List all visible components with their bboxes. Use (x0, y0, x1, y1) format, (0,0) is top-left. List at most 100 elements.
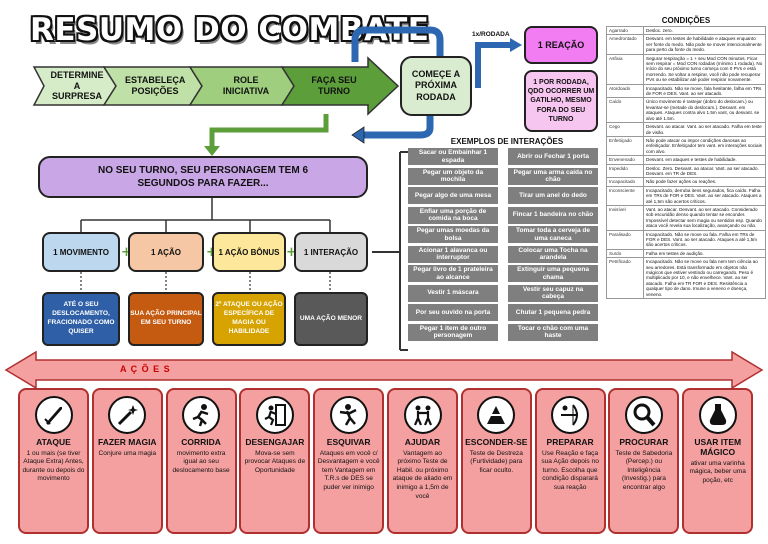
option-bonus-desc: 2º ATAQUE OU AÇÃO ESPECÍFICA DE MAGIA OU… (212, 292, 286, 346)
svg-text:+: + (121, 245, 132, 260)
interaction-example: Chutar 1 pequena pedra (508, 304, 598, 321)
condition-desc: Vant. ao atacar. Desvant. ao ser atacado… (643, 204, 766, 231)
interaction-example: Pegar algo de uma mesa (408, 187, 498, 204)
condition-name: Caído (606, 97, 644, 124)
action-desc: ativar uma varinha mágica, beber uma poç… (689, 459, 746, 484)
condition-name: Amedrontado (606, 34, 644, 55)
condition-name: Asfixia (606, 53, 644, 85)
action-desc: Teste de Sabedoria (Percep.) ou Inteligê… (615, 449, 673, 492)
option-movement-desc: ATÉ O SEU DESLOCAMENTO, FRACIONADO COMO … (42, 292, 120, 346)
action-card: ATAQUE 1 ou mais (se tiver Ataque Extra) … (18, 388, 89, 534)
action-desc: movimento extra igual ao seu deslocament… (172, 449, 230, 474)
action-name: DESENGAJAR (245, 437, 305, 447)
flow-step-turn: FAÇA SEU TURNO (311, 75, 357, 96)
loop-arrow-bottom (362, 115, 434, 139)
reaction-desc-box: 1 POR RODADA, QDO OCORRER UM GATILHO, ME… (524, 70, 598, 132)
help-icon (403, 396, 442, 434)
interaction-example: Vestir seu capuz na cabeça (508, 284, 598, 302)
action-name: USAR ITEM MÁGICO (694, 437, 742, 457)
action-desc: Vantagem ao próximo Teste de Habil. ou p… (392, 449, 453, 500)
action-name: PREPARAR (546, 437, 594, 447)
action-card: CORRIDA movimento extra igual ao seu desl… (165, 388, 237, 534)
action-name: CORRIDA (181, 437, 221, 447)
action-desc: 1 ou mais (se tiver Ataque Extra) Antes,… (22, 449, 85, 483)
interaction-example: Tocar o chão com uma haste (508, 323, 598, 341)
condition-desc: Desloc. Zero. Desvant. ao atacar. Vant. … (643, 163, 766, 179)
condition-name: Enfeitiçado (606, 135, 644, 157)
condition-name: Paralisado (606, 229, 644, 250)
interaction-example: Fincar 1 bandeira no chão (508, 206, 598, 224)
action-card: FAZER MAGIA Conjure uma magia (91, 388, 163, 534)
condition-name: Petrificado (606, 257, 644, 300)
interaction-example: Tomar toda a cerveja de uma caneca (508, 226, 598, 243)
condition-desc: Incapacitado, derruba itens segurados, f… (643, 185, 766, 206)
sword-icon (34, 396, 73, 434)
action-name: ATAQUE (36, 437, 71, 447)
interaction-example: Enfiar uma porção de comida na boca (408, 206, 498, 224)
condition-desc: Falha em testes de audição. (643, 248, 766, 259)
archer-icon (551, 396, 590, 434)
action-name: FAZER MAGIA (98, 437, 157, 447)
option-action-desc: SUA AÇÃO PRINCIPAL EM SEU TURNO (128, 292, 204, 346)
loop-arrow-top (351, 26, 444, 62)
condition-desc: Desvant. em testes de habilidade e ataqu… (643, 34, 766, 55)
reaction-arrow (475, 42, 512, 88)
action-desc: Teste de Destreza (Furtividade) para fic… (469, 449, 523, 474)
flow-step-positions: ESTABELEÇA POSIÇÕES (125, 75, 186, 96)
interaction-example: Pegar um objeto da mochila (408, 167, 498, 185)
interaction-example: Tirar um anel do dedo (508, 187, 598, 204)
condition-name: Incapacitado (606, 177, 644, 187)
condition-desc: Incapacitado. Não se move ou fala. Falha… (643, 229, 766, 250)
condition-desc: Único movimento é rastejar (dobro do des… (643, 97, 766, 124)
magic-wand-icon (108, 396, 147, 434)
interaction-example: Colocar uma Tocha na arandela (508, 245, 598, 263)
svg-text:+: + (206, 245, 217, 260)
action-desc: Conjure uma magia (98, 449, 157, 457)
condition-desc: Desvant. ao atacar. Vant. ao ser atacado… (643, 122, 766, 137)
condition-desc: Desvant. em ataques e testes de habilida… (643, 155, 766, 165)
interaction-example: Sacar ou Embainhar 1 espada (408, 148, 498, 165)
interaction-example: Pegar uma arma caída no chão (508, 167, 598, 185)
interaction-example: Pegar livro de 1 prateleira ao alcance (408, 265, 498, 282)
interaction-example: Pegar umas moedas da bolsa (408, 226, 498, 243)
condition-desc: Incapacitado. Não se move, fala hesitant… (643, 83, 766, 99)
action-desc: Ataques em você c/ Desvantagem e você te… (317, 449, 380, 492)
potion-icon (698, 396, 737, 434)
svg-text:+: + (286, 245, 297, 260)
condition-name: Envenenado (606, 155, 644, 165)
once-per-round-label: 1x/RODADA (472, 31, 510, 38)
flow-step-initiative: ROLE INICIATIVA (222, 75, 270, 96)
flow-step-4-shape (280, 56, 400, 116)
option-action: 1 AÇÃO (128, 232, 204, 272)
hide-icon (477, 396, 516, 434)
condition-name: Impedido (606, 163, 644, 179)
turn-box: NO SEU TURNO, SEU PERSONAGEM TEM 6 SEGUN… (38, 156, 368, 198)
examples-title: EXEMPLOS DE INTERAÇÕES (450, 137, 564, 146)
magnifier-icon (624, 396, 663, 434)
action-name: PROCURAR (619, 437, 669, 447)
condition-desc: Não pode atacar ou impor condições danos… (643, 135, 766, 157)
option-interaction-desc: UMA AÇÃO MENOR (294, 292, 368, 346)
condition-name: Invisível (606, 204, 644, 231)
next-round-box: COMEÇE A PRÓXIMA RODADA (400, 56, 472, 116)
condition-name: Cego (606, 122, 644, 137)
interaction-example: Extinguir uma pequena chama (508, 265, 598, 282)
actions-title: A Ç Õ E S (120, 364, 171, 374)
